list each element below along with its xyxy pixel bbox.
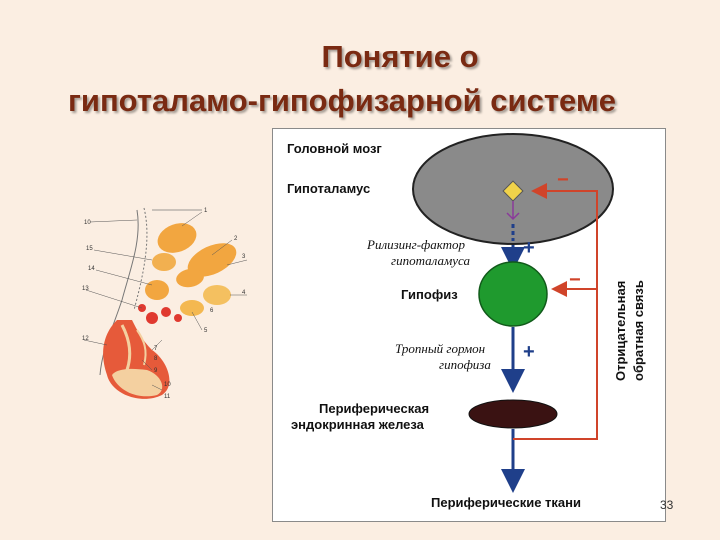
anatomy-label: 6 xyxy=(210,308,214,314)
brain-label: Головной мозг xyxy=(287,141,382,156)
anatomy-label: 15 xyxy=(86,246,93,252)
hypothalamus-marker xyxy=(502,180,524,202)
minus-sign: − xyxy=(569,269,581,291)
anatomy-label: 11 xyxy=(164,394,171,400)
feedback-label-line2: обратная связь xyxy=(631,280,646,381)
anatomy-label: 3 xyxy=(242,254,246,260)
anatomy-label: 5 xyxy=(204,328,208,334)
hypothalamus-anatomy-illustration: 10 1 2 3 15 14 13 12 4 5 6 7 8 9 10 11 xyxy=(82,207,248,400)
anatomy-label: 10 xyxy=(84,220,91,226)
title-line-1: Понятие о xyxy=(321,39,479,74)
title-line-2: гипоталамо-гипофизарной системе xyxy=(67,83,617,118)
plus-sign: + xyxy=(523,237,535,259)
anatomy-label: 9 xyxy=(154,368,158,374)
tropic-hormone-label-line2: гипофиза xyxy=(439,357,491,372)
anatomy-label: 4 xyxy=(242,290,246,296)
pituitary-circle xyxy=(478,261,548,327)
feedback-label-line1: Отрицательная xyxy=(613,280,628,381)
peripheral-gland-label-line2: эндокринная железа xyxy=(291,417,424,432)
anatomy-label: 1 xyxy=(204,208,208,214)
hypothalamic-pituitary-diagram: Головной мозг Гипоталамус Рилизинг-факто… xyxy=(272,128,666,522)
anatomy-label: 7 xyxy=(154,346,158,352)
plus-sign: + xyxy=(523,341,535,363)
anatomy-label: 12 xyxy=(82,336,89,342)
releasing-factor-label-line1: Рилизинг-фактор xyxy=(367,237,466,252)
anatomy-label: 8 xyxy=(154,356,158,362)
tropic-hormone-label-line1: Тропный гормон xyxy=(395,341,486,356)
hypothalamus-label: Гипоталамус xyxy=(287,181,371,196)
feedback-line xyxy=(513,183,598,440)
peripheral-gland-ellipse xyxy=(468,399,558,429)
pituitary-label: Гипофиз xyxy=(401,287,458,302)
peripheral-gland-label-line1: Периферическая xyxy=(319,401,430,416)
peripheral-tissues-label: Периферические ткани xyxy=(431,495,581,510)
anatomy-label: 13 xyxy=(82,286,89,292)
anatomy-label: 2 xyxy=(234,236,238,242)
anatomy-label: 10 xyxy=(164,382,171,388)
anatomy-label: 14 xyxy=(88,266,95,272)
minus-sign: − xyxy=(557,169,569,191)
releasing-factor-label-line2: гипоталамуса xyxy=(391,253,470,268)
slide-number: 33 xyxy=(660,498,674,512)
